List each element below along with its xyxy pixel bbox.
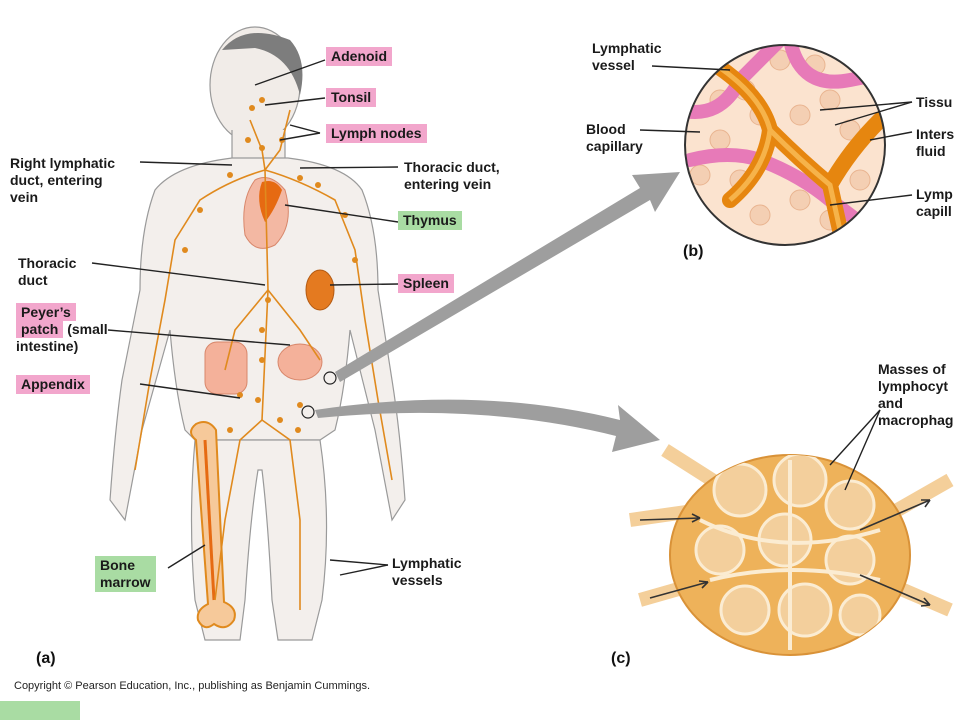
label-b-lymph-capillary: Lymp capill (916, 186, 953, 219)
copyright-text: Copyright © Pearson Education, Inc., pub… (14, 680, 371, 692)
arrow-to-c (315, 399, 660, 452)
panel-label-a: (a) (36, 650, 56, 667)
label-adenoid: Adenoid (326, 47, 392, 66)
body-figure (109, 26, 406, 641)
label-peyers-patch: Peyer’s patch (small intestine) (16, 303, 108, 354)
label-thymus: Thymus (398, 211, 462, 230)
corner-green-block (0, 701, 80, 720)
label-right-lymphatic-duct: Right lymphatic duct, entering vein (10, 155, 116, 205)
label-b-tissue: Tissu (916, 94, 953, 110)
label-lymph-nodes: Lymph nodes (326, 124, 427, 143)
capillary-bed-circle (684, 44, 886, 246)
label-thoracic-duct-vein: Thoracic duct, entering vein (404, 159, 500, 192)
label-thoracic-duct: Thoracic duct (18, 255, 77, 288)
label-b-blood-capillary: Blood capillary (586, 121, 643, 154)
label-appendix: Appendix (16, 375, 90, 394)
panel-label-c: (c) (611, 650, 631, 667)
panel-label-b: (b) (683, 243, 704, 260)
arrow-to-b (335, 172, 680, 382)
leader-lines-a (91, 59, 399, 576)
label-lymphatic-vessels: Lymphatic vessels (392, 555, 462, 588)
leader-lines-c (829, 409, 881, 491)
label-b-lymphatic-vessel: Lymphatic vessel (592, 40, 662, 73)
label-tonsil: Tonsil (326, 88, 377, 107)
leader-lines-b (639, 65, 913, 206)
lymph-node (629, 444, 954, 656)
label-spleen: Spleen (398, 274, 454, 293)
label-bone-marrow: Bone marrow (95, 556, 156, 592)
label-c-masses: Masses of lymphocyt and macrophag (878, 361, 954, 428)
label-b-interstitial-fluid: Inters fluid (916, 126, 955, 159)
